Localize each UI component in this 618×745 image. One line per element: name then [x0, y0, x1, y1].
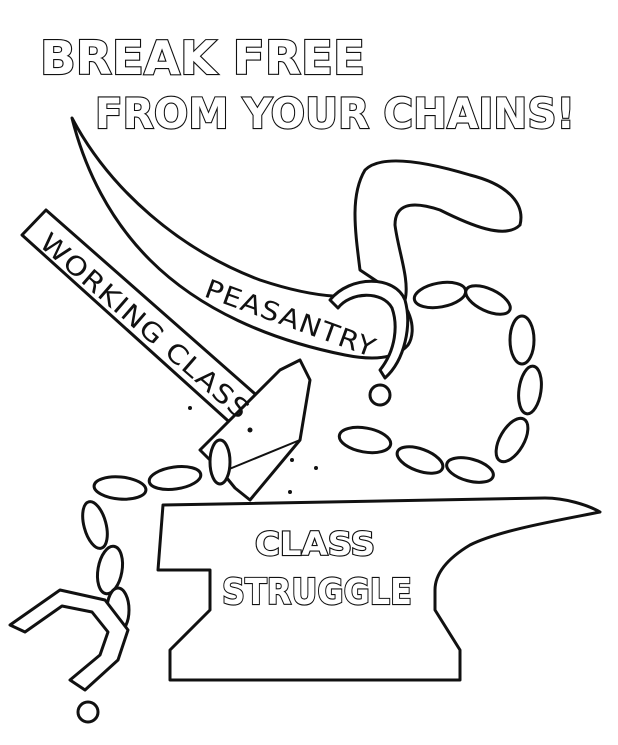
- shackle-lower: [8, 588, 130, 692]
- anvil-label-line-2: STRUGGLE: [222, 572, 412, 613]
- title-line-1: BREAK FREE: [40, 31, 365, 85]
- sickle-blade: [70, 116, 414, 360]
- debris: [188, 406, 318, 494]
- anvil: [156, 496, 602, 682]
- title-line-2: FROM YOUR CHAINS!: [95, 89, 575, 138]
- hammer-label: WORKING CLASS: [33, 228, 255, 426]
- anvil-label-line-1: CLASS: [255, 525, 375, 563]
- chain-left: [81, 438, 232, 634]
- shackle-lower-bolt: [76, 700, 100, 724]
- sickle-handle: [353, 159, 523, 302]
- shackle-upper-bolt: [368, 383, 392, 407]
- chain-right: [337, 280, 543, 484]
- shackle-upper: [328, 279, 410, 380]
